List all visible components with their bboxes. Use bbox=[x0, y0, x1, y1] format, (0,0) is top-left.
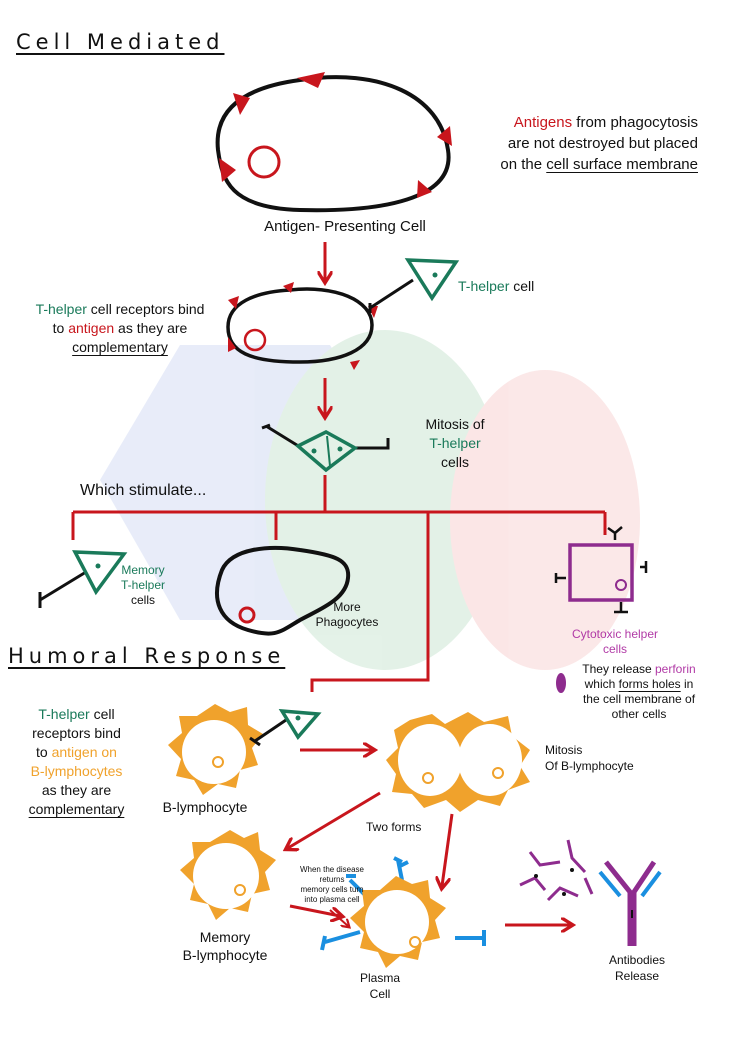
plasma-cell bbox=[320, 856, 486, 968]
t-helper-cell-label: T-helper cell bbox=[458, 278, 535, 294]
antibodies-release-label: Antibodies Release bbox=[608, 953, 666, 983]
t-helper-cell-bound bbox=[368, 258, 460, 313]
memory-t-helper-label: Memory T-helper cells bbox=[120, 563, 166, 607]
dividing-b-lymphocyte bbox=[386, 712, 530, 812]
t-helper-bind-note: T-helper cell receptors bind to antigen … bbox=[35, 301, 205, 355]
memory-b-lymphocyte-label: Memory B-lymphocyte bbox=[182, 929, 268, 963]
phagocyte-cell bbox=[215, 545, 351, 636]
heading-cell-mediated: Cell Mediated bbox=[16, 30, 225, 54]
apc-label: Antigen- Presenting Cell bbox=[264, 218, 426, 235]
plasma-cell-label: Plasma Cell bbox=[359, 971, 400, 1001]
disease-returns-note: When the disease returns memory cells tu… bbox=[299, 865, 365, 904]
perforin-note: They release perforin which forms holes … bbox=[582, 662, 696, 721]
antibody-icon bbox=[598, 860, 662, 946]
apc-note: Antigens from phagocytosis are not destr… bbox=[500, 114, 698, 173]
antibody-fragments bbox=[519, 839, 594, 902]
cytotoxic-label: Cytotoxic helper cells bbox=[571, 627, 659, 656]
branch-lines bbox=[71, 475, 607, 692]
apc-note-antigens: Antigens bbox=[513, 114, 573, 131]
mitosis-b-note: Mitosis Of B-lymphocyte bbox=[545, 743, 634, 773]
antigen-presenting-cell bbox=[215, 72, 452, 213]
memory-t-helper-cell bbox=[38, 550, 128, 608]
cytotoxic-cell bbox=[554, 526, 648, 614]
arrow-to-plasma bbox=[442, 813, 454, 886]
more-phagocytes-label: More Phagocytes bbox=[315, 600, 379, 629]
memory-b-lymphocyte bbox=[180, 830, 276, 920]
antigen-presenting-cell-small bbox=[226, 282, 378, 370]
b-lymphocyte-label: B-lymphocyte bbox=[162, 799, 248, 815]
perforin-dot-icon bbox=[556, 673, 566, 693]
two-forms-label: Two forms bbox=[366, 820, 422, 834]
t-helper-on-b-lymphocyte bbox=[249, 708, 322, 747]
mitosis-t-helper-note: Mitosis of T-helper cells bbox=[425, 416, 485, 470]
arrow-memory-to-plasma-2 bbox=[329, 909, 348, 926]
arrow-to-memory-b bbox=[288, 791, 381, 848]
heading-humoral-response: Humoral Response bbox=[8, 644, 286, 668]
which-stimulate-label: Which stimulate... bbox=[80, 482, 207, 499]
humoral-bind-note: T-helper cell receptors bind to antigen … bbox=[28, 706, 125, 817]
b-lymphocyte-cell bbox=[168, 704, 263, 795]
arrow-memory-to-plasma bbox=[289, 904, 340, 916]
dividing-t-helper-cell bbox=[261, 423, 390, 473]
